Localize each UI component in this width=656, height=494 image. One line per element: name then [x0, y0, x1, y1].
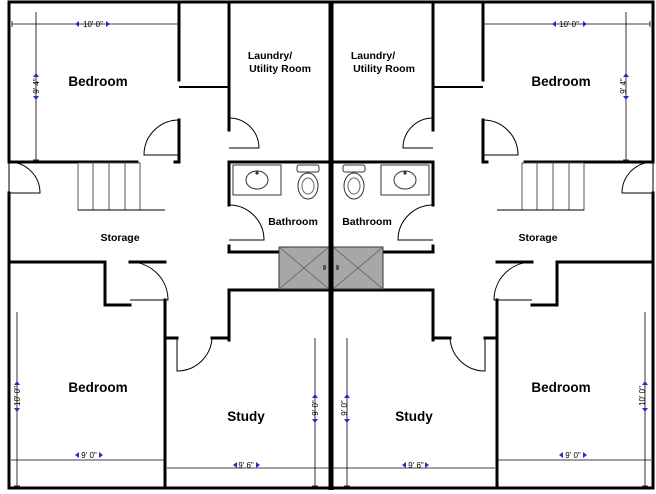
right-study-width-dim: 9' 6"	[408, 461, 424, 470]
right-storage-label: Storage	[518, 232, 557, 244]
right-bedroom-bottom-depth-dim: 10' 0"	[638, 386, 647, 406]
left-study-label: Study	[227, 409, 265, 424]
right-study-depth-dim: 9' 0"	[340, 400, 349, 416]
right-study-label: Study	[395, 409, 433, 424]
left-laundry-label-2: Utility Room	[249, 63, 311, 75]
right-bedroom-bottom-label: Bedroom	[531, 380, 590, 395]
right-bedroom-top-width-dim: 10' 0"	[559, 20, 579, 29]
left-bedroom-bottom-width-dim: 9' 0"	[81, 451, 97, 460]
left-storage-label: Storage	[100, 232, 139, 244]
right-bedroom-bottom-width-dim: 9' 0"	[565, 451, 581, 460]
left-laundry-label-1: Laundry/	[248, 50, 292, 62]
left-study-depth-dim: 9' 0"	[311, 400, 320, 416]
right-bathroom-label: Bathroom	[342, 216, 392, 228]
right-bedroom-top-depth-dim: 9' 4"	[619, 78, 628, 94]
right-bedroom-top-label: Bedroom	[531, 74, 590, 89]
left-bedroom-bottom-depth-dim: 10' 0"	[13, 386, 22, 406]
left-bedroom-top-width-dim: 10' 0"	[83, 20, 103, 29]
left-bedroom-bottom-label: Bedroom	[68, 380, 127, 395]
left-bathroom-label: Bathroom	[268, 216, 318, 228]
left-study-width-dim: 9' 6"	[238, 461, 254, 470]
right-laundry-label-2: Utility Room	[353, 63, 415, 75]
left-bedroom-top-label: Bedroom	[68, 74, 127, 89]
left-bedroom-top-depth-dim: 9' 4"	[32, 78, 41, 94]
right-laundry-label-1: Laundry/	[351, 50, 395, 62]
